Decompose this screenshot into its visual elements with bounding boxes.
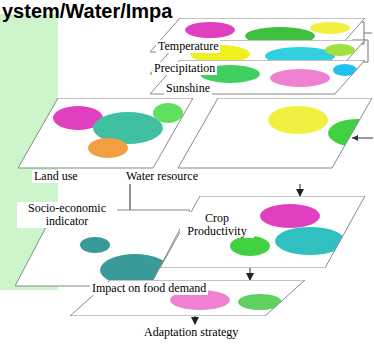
flow-arrow: [195, 316, 196, 324]
input-arrowhead: [352, 135, 358, 141]
layer-label: Impact on food demand: [90, 282, 208, 295]
layer-label: Land use: [32, 170, 80, 183]
layer-label: Precipitation: [152, 62, 217, 75]
layer-label: Temperature: [156, 40, 220, 53]
layer-label: Crop Productivity: [180, 212, 254, 238]
layer-label: Water resource: [124, 170, 200, 183]
layer-label: Socio-economic indicator: [17, 202, 117, 228]
flow-arrow: [250, 268, 251, 280]
map-layer: Crop Productivity: [160, 196, 365, 268]
result-text-box: Adaptation strategy: [140, 324, 250, 342]
title: ystem/Water/Impa: [2, 0, 172, 22]
map-layer: Socio-economic indicator: [15, 196, 190, 288]
map-layer: Impact on food demand: [70, 280, 305, 316]
layer-label: Adaptation strategy: [142, 326, 240, 339]
layer-label: Sunshine: [164, 82, 212, 95]
flow-arrow: [300, 184, 301, 196]
map-layer: Water resource: [118, 98, 372, 184]
